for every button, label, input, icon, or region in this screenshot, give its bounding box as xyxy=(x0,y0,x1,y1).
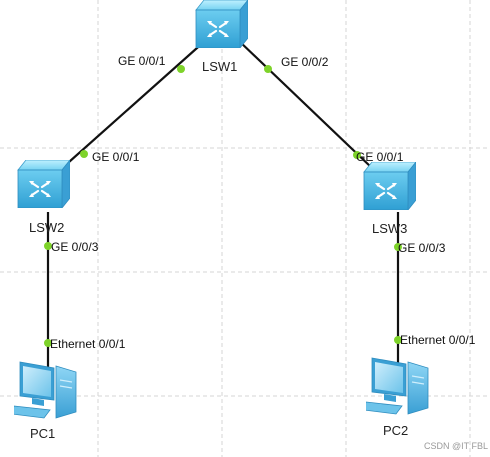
lsw3-port-ge003-label: GE 0/0/3 xyxy=(398,241,446,255)
pc2-label: PC2 xyxy=(383,423,408,438)
port-dot[interactable] xyxy=(80,150,88,158)
lsw2-port-ge003-label: GE 0/0/3 xyxy=(51,240,99,254)
port-dot[interactable] xyxy=(394,243,402,251)
pc2-host[interactable]: PC2 xyxy=(364,357,429,438)
lsw1-port-ge001-label: GE 0/0/1 xyxy=(118,54,166,68)
lsw2-port-ge001-label: GE 0/0/1 xyxy=(92,150,140,164)
link-lsw1-lsw3[interactable] xyxy=(237,39,373,169)
port-dot[interactable] xyxy=(177,65,185,73)
lsw1-label: LSW1 xyxy=(202,59,237,74)
port-dot[interactable] xyxy=(44,242,52,250)
switch-icon xyxy=(362,162,416,210)
port-dot[interactable] xyxy=(44,339,52,347)
port-dot[interactable] xyxy=(353,151,361,159)
lsw1-switch[interactable]: LSW1 xyxy=(194,0,248,74)
pc-icon xyxy=(14,361,77,419)
lsw3-switch[interactable]: LSW3 xyxy=(362,162,416,236)
lsw2-label: LSW2 xyxy=(29,220,64,235)
pc1-label: PC1 xyxy=(30,426,55,441)
pc1-port-eth-label: Ethernet 0/0/1 xyxy=(50,337,126,351)
lsw3-port-ge001-label: GE 0/0/1 xyxy=(356,150,404,164)
lsw1-port-ge002-label: GE 0/0/2 xyxy=(281,55,329,69)
port-dot[interactable] xyxy=(264,65,272,73)
switch-icon xyxy=(16,160,70,208)
port-dots xyxy=(44,65,402,347)
pc1-host[interactable]: PC1 xyxy=(12,361,77,441)
port-dot[interactable] xyxy=(394,336,402,344)
watermark-text: CSDN @IT FBL xyxy=(424,441,488,451)
switch-icon xyxy=(194,0,248,48)
pc2-port-eth-label: Ethernet 0/0/1 xyxy=(400,333,476,347)
lsw2-switch[interactable]: LSW2 xyxy=(16,160,70,235)
lsw3-label: LSW3 xyxy=(372,221,407,236)
link-lsw1-lsw2[interactable] xyxy=(59,39,207,171)
pc-icon xyxy=(366,357,429,415)
